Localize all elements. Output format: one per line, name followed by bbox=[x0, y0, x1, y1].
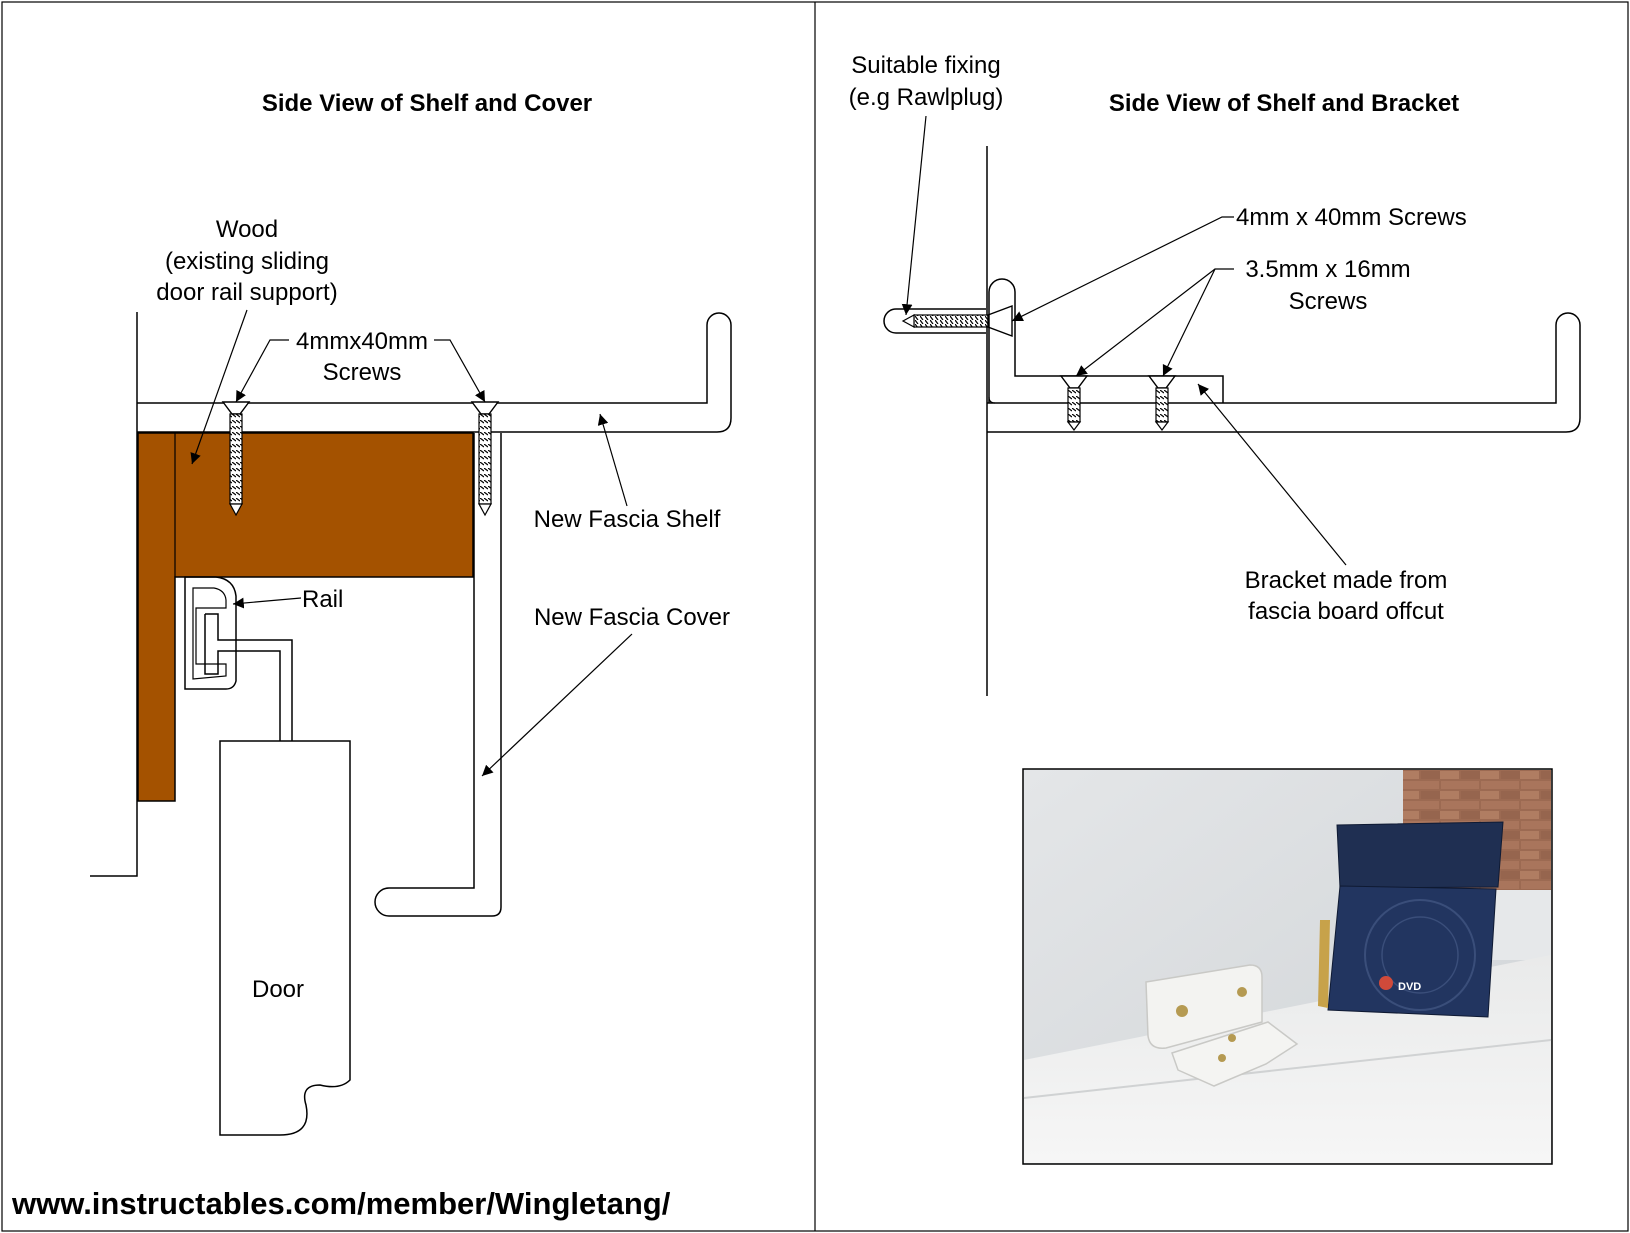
footer-url: www.instructables.com/member/Wingletang/ bbox=[11, 1186, 671, 1221]
screws-label-line1: 4mmx40mm bbox=[296, 328, 428, 355]
bracket-label-line1: Bracket made from bbox=[1245, 567, 1448, 594]
left-panel-title: Side View of Shelf and Cover bbox=[262, 90, 592, 117]
screw-left-1 bbox=[221, 401, 251, 517]
fascia-shelf bbox=[137, 312, 732, 433]
door-label: Door bbox=[252, 976, 304, 1003]
fascia-shelf-right bbox=[987, 312, 1581, 433]
bracket bbox=[988, 278, 1224, 403]
long-screws-leader bbox=[1011, 216, 1234, 322]
door bbox=[219, 740, 351, 1136]
door-hanger-outer bbox=[205, 613, 293, 741]
rawlplug bbox=[883, 308, 986, 334]
rail-outer bbox=[184, 576, 237, 690]
screw-leader-1 bbox=[235, 339, 289, 403]
short-screw-2 bbox=[1147, 375, 1177, 431]
rail-leader bbox=[232, 597, 302, 609]
rail-inner bbox=[192, 587, 227, 680]
shelf-corner bbox=[988, 396, 996, 404]
short-screws-label-line2: Screws bbox=[1289, 288, 1368, 315]
fascia-shelf-label: New Fascia Shelf bbox=[534, 506, 721, 533]
fascia-cover-leader bbox=[481, 633, 633, 777]
short-screw-1 bbox=[1059, 375, 1089, 431]
door-hanger-inner bbox=[204, 614, 281, 741]
screws-label-line2: Screws bbox=[323, 359, 402, 386]
wood-label-line2: (existing sliding bbox=[165, 248, 329, 275]
left-panel: Side View of Shelf and Cover Door bbox=[90, 90, 732, 1136]
fixing-label-line1: Suitable fixing bbox=[851, 52, 1000, 79]
fixing-label-line2: (e.g Rawlplug) bbox=[849, 84, 1004, 111]
long-screw bbox=[901, 304, 1013, 338]
fixing-leader bbox=[901, 115, 927, 316]
short-screws-label-line1: 3.5mm x 16mm bbox=[1245, 256, 1410, 283]
wall-line bbox=[90, 312, 138, 877]
fascia-shelf-leader bbox=[597, 413, 628, 507]
screw-left-2 bbox=[470, 401, 500, 517]
screw-leader-2 bbox=[434, 339, 486, 403]
fascia-cover-label: New Fascia Cover bbox=[534, 604, 730, 631]
long-screws-label: 4mm x 40mm Screws bbox=[1236, 204, 1467, 231]
rail-label: Rail bbox=[302, 586, 343, 613]
fascia-cover bbox=[374, 433, 502, 917]
wood-label-line1: Wood bbox=[216, 216, 278, 243]
bracket-label-line2: fascia board offcut bbox=[1248, 598, 1444, 625]
wood-support bbox=[137, 432, 474, 802]
bracket-leader bbox=[1197, 383, 1347, 566]
right-panel: Side View of Shelf and Bracket Suitable … bbox=[849, 52, 1581, 1165]
photo: DVD bbox=[1022, 768, 1553, 1165]
short-screws-leader-1 bbox=[1075, 268, 1234, 377]
right-panel-title: Side View of Shelf and Bracket bbox=[1109, 90, 1459, 117]
wood-label-line3: door rail support) bbox=[156, 279, 337, 306]
dvd-logo: DVD bbox=[1398, 981, 1421, 993]
wood-leader bbox=[190, 309, 248, 465]
short-screws-leader-2 bbox=[1162, 268, 1216, 377]
